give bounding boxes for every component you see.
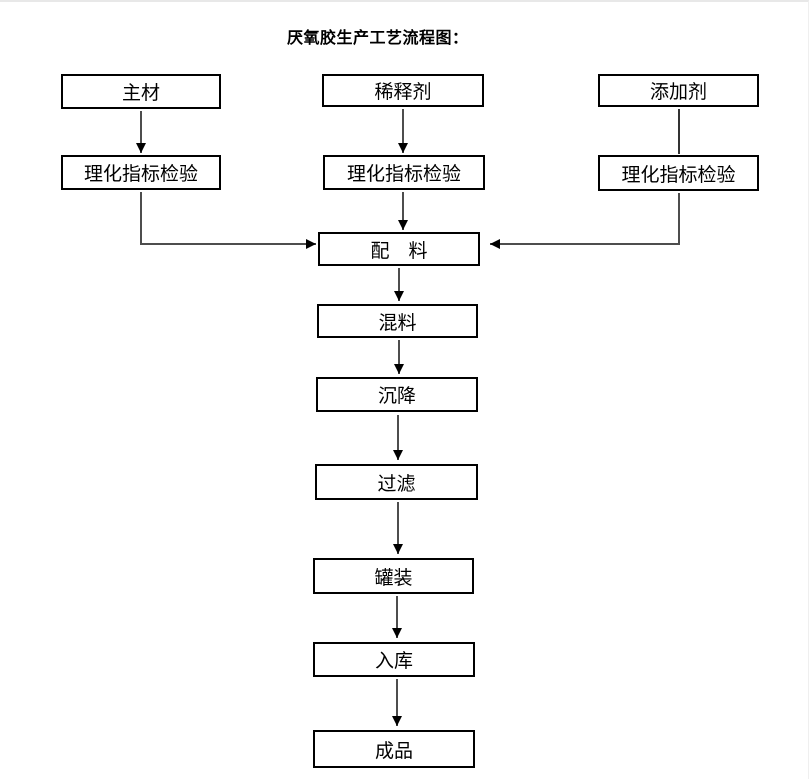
node-main-material: 主材 — [61, 74, 221, 109]
node-inspection-middle: 理化指标检验 — [323, 155, 485, 190]
node-settling: 沉降 — [316, 377, 478, 412]
node-finished-product: 成品 — [313, 730, 475, 768]
node-filtering: 过滤 — [315, 464, 478, 500]
arrow-inspection-right-to-batching — [490, 193, 680, 249]
node-filling: 罐装 — [313, 558, 474, 594]
node-diluent: 稀释剂 — [322, 74, 484, 107]
node-inspection-left: 理化指标检验 — [61, 155, 221, 190]
node-additive: 添加剂 — [598, 74, 759, 107]
node-mixing: 混料 — [317, 304, 478, 338]
page-title: 厌氧胶生产工艺流程图： — [287, 30, 469, 47]
node-warehousing: 入库 — [313, 642, 475, 677]
node-batching: 配 料 — [318, 232, 480, 266]
arrow-inspection-left-to-batching — [140, 192, 316, 249]
node-inspection-right: 理化指标检验 — [598, 155, 759, 191]
